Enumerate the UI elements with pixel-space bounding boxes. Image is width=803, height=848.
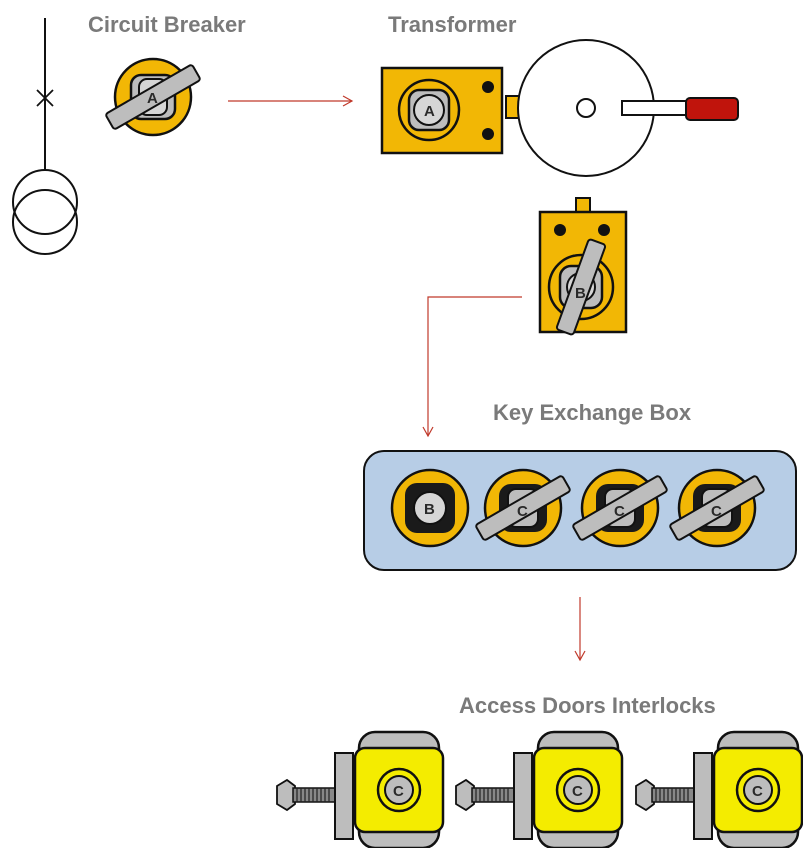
circuit-breaker-label: Circuit Breaker xyxy=(88,12,246,37)
breaker-key-lock-icon: A xyxy=(104,57,202,137)
breaker-key-letter: A xyxy=(147,90,158,107)
key-exchange-box: B C C C xyxy=(363,450,797,571)
transformer-symbol-icon xyxy=(12,169,78,255)
exchange-key-b-letter: B xyxy=(424,501,435,518)
door-interlock-3-icon: C xyxy=(635,730,803,848)
door-interlock-1-icon: C xyxy=(276,730,445,848)
door-key-2-letter: C xyxy=(572,783,583,800)
transformer-key-a-letter: A xyxy=(424,103,435,120)
transformer-key-b-letter: B xyxy=(575,285,586,302)
exchange-key-c1-letter: C xyxy=(517,503,528,520)
transformer-disc-icon xyxy=(517,39,739,177)
transformer-lock-a-icon: A xyxy=(380,66,541,155)
key-exchange-box-label: Key Exchange Box xyxy=(493,400,692,425)
exchange-key-c3-letter: C xyxy=(711,503,722,520)
door-key-1-letter: C xyxy=(393,783,404,800)
transformer-lock-b-icon: B xyxy=(538,197,628,336)
exchange-lock-c1-icon: C xyxy=(474,468,572,548)
door-interlock-2-icon: C xyxy=(455,730,624,848)
breaker-symbol-icon xyxy=(36,18,54,170)
exchange-lock-c3-icon: C xyxy=(668,468,766,548)
flow-arrow-2 xyxy=(422,296,522,438)
exchange-key-c2-letter: C xyxy=(614,503,625,520)
exchange-lock-c2-icon: C xyxy=(571,468,669,548)
transformer-label: Transformer xyxy=(388,12,517,37)
door-key-3-letter: C xyxy=(752,783,763,800)
exchange-lock-b-icon: B xyxy=(390,468,470,548)
access-doors-label: Access Doors Interlocks xyxy=(459,693,716,718)
